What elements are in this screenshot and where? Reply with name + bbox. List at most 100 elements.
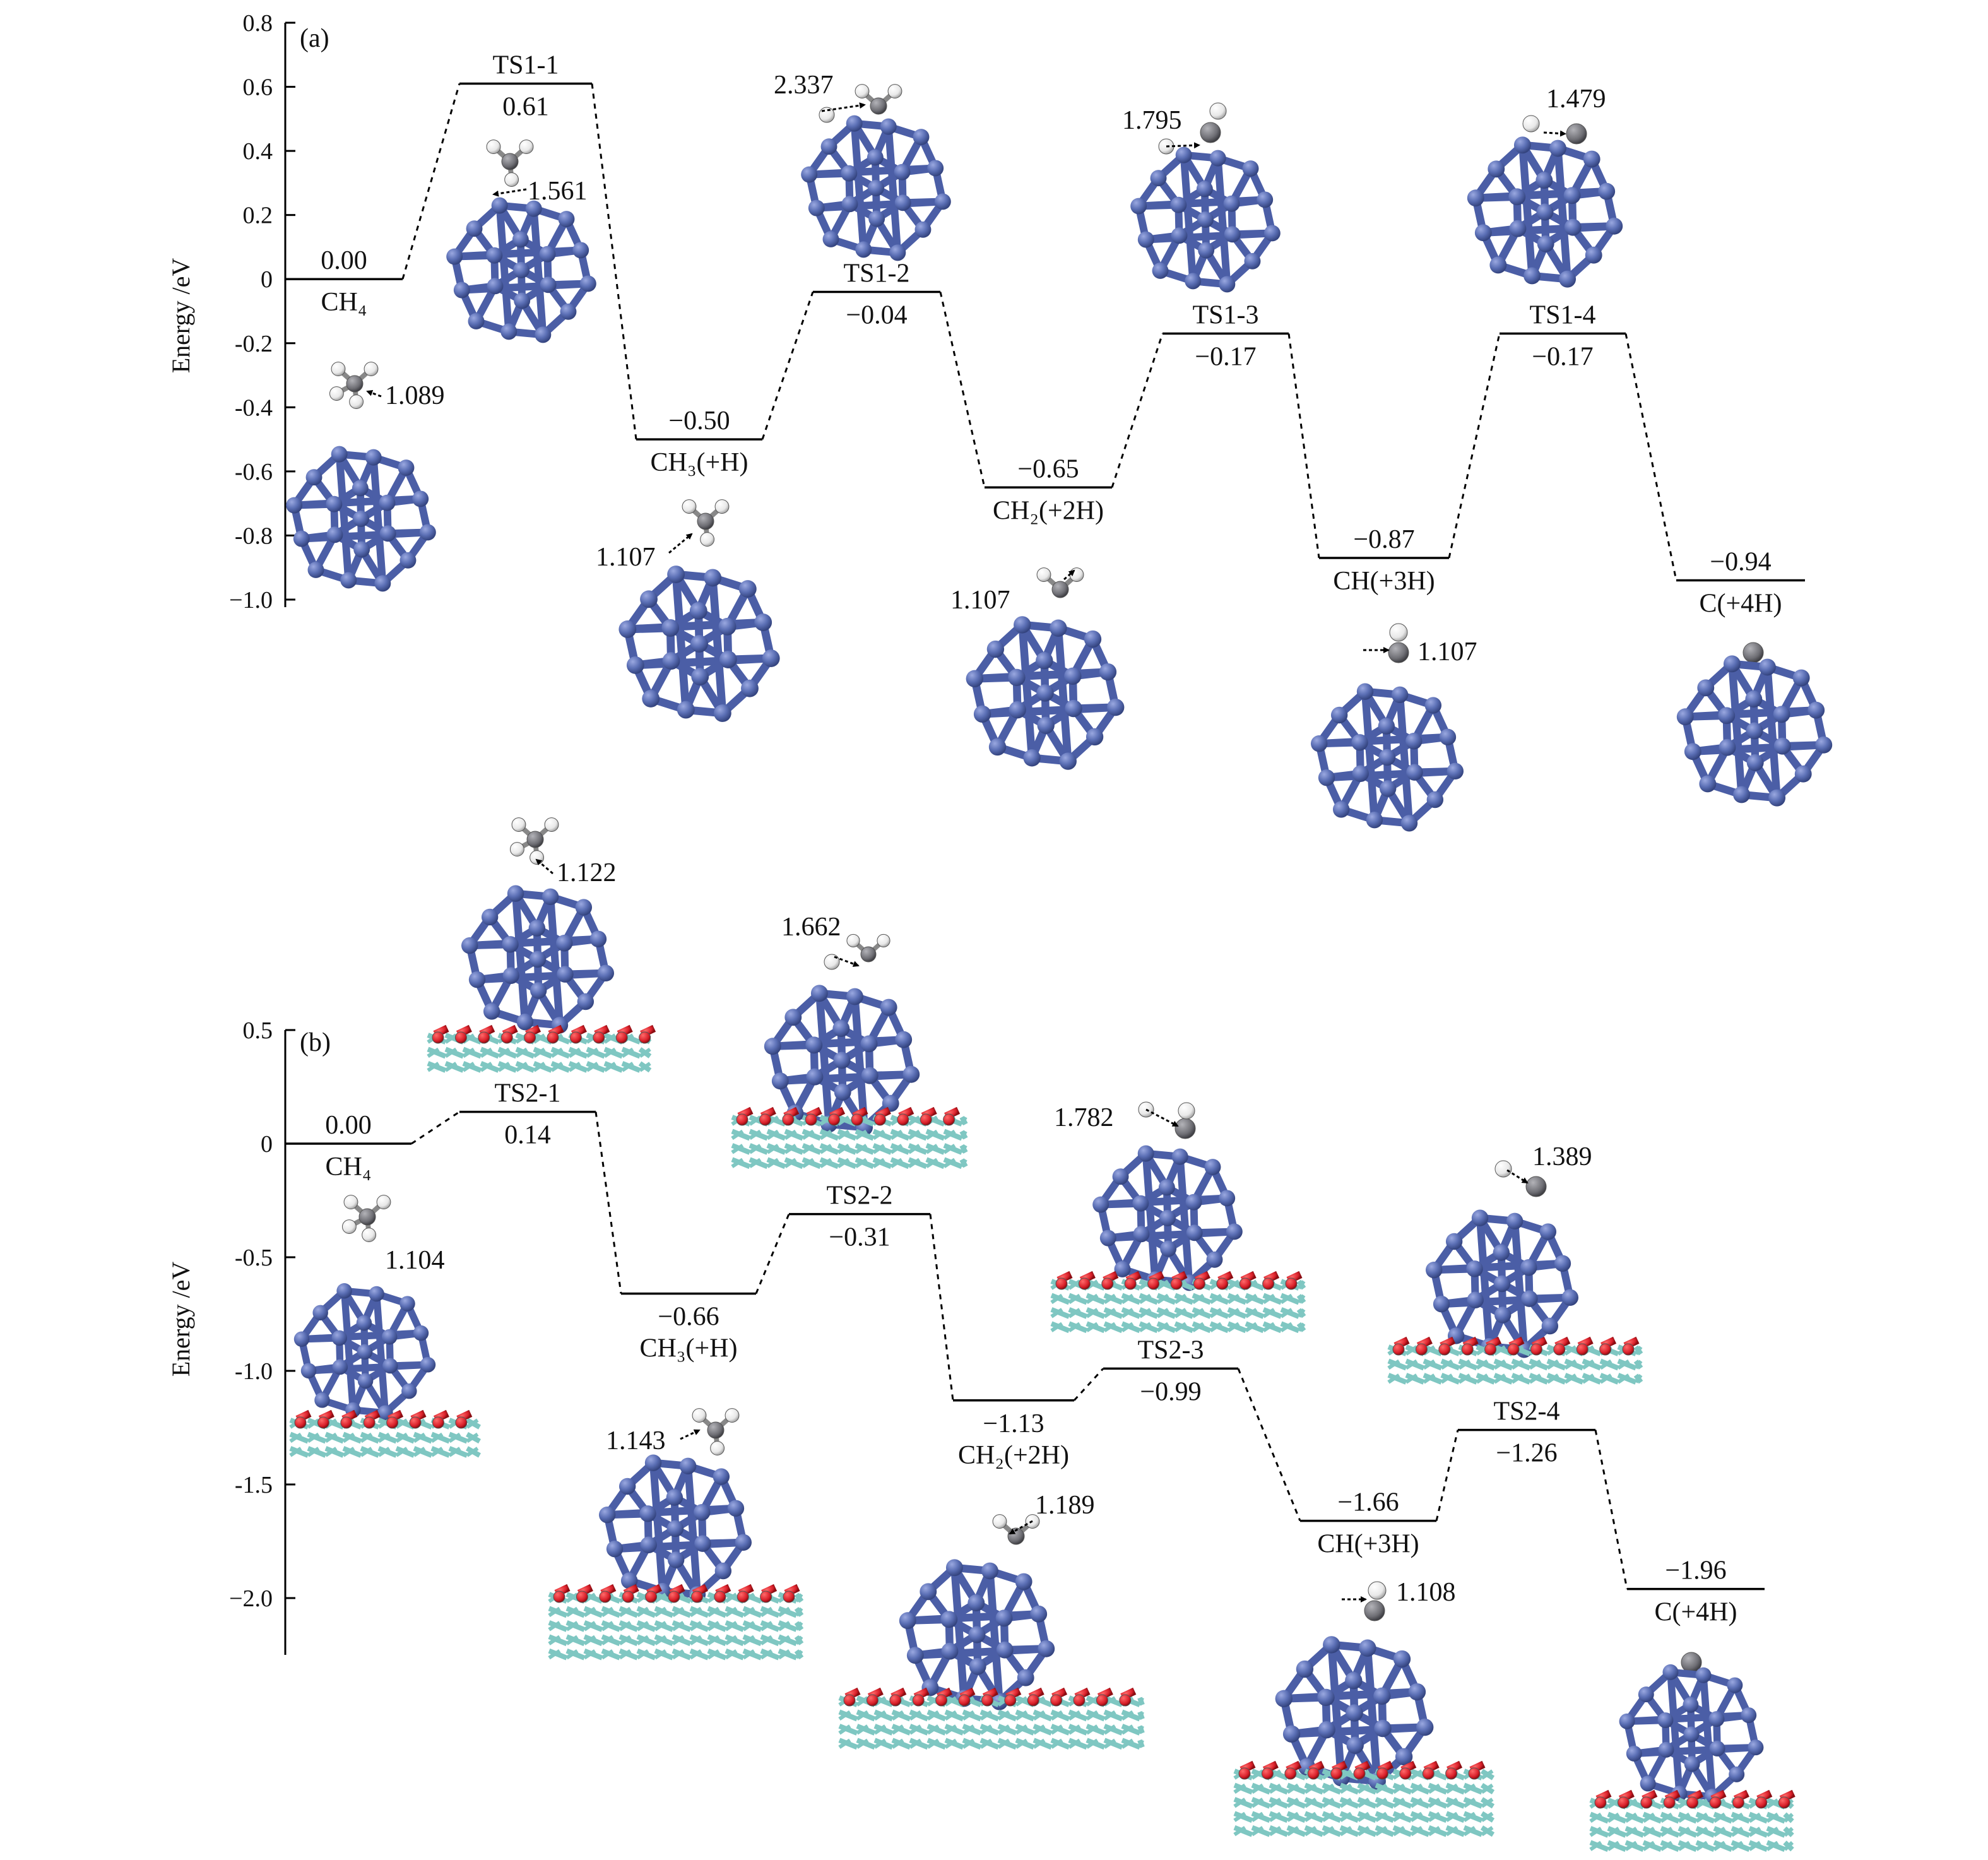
hydrogen-atom: [376, 1195, 391, 1210]
metal-cluster: [764, 985, 920, 1136]
methylene-fragment: [1036, 567, 1084, 598]
energy-value-label: −0.87: [1353, 525, 1414, 554]
bond-length-arrow: [668, 533, 693, 554]
oxygen-atom: [1438, 1343, 1451, 1356]
reaction-path-connector: [755, 1214, 790, 1294]
bond-length-label: 1.561: [528, 177, 588, 206]
hydrogen-atom: [329, 386, 344, 401]
y-tick-label: 0.2: [243, 203, 273, 229]
hydrogen-atom: [682, 499, 697, 514]
oxygen-atom: [736, 1113, 748, 1126]
oxygen-atom: [889, 1694, 902, 1707]
energy-value-label: −1.13: [983, 1409, 1044, 1438]
bond-length-arrow: [834, 956, 860, 967]
hydrogen-atom: [362, 1228, 377, 1243]
oxygen-atom: [782, 1113, 795, 1126]
oxygen-atom: [668, 1590, 680, 1603]
reaction-path-connector: [411, 1111, 460, 1145]
oxygen-atom: [1262, 1277, 1275, 1290]
oxygen-atom: [1755, 1796, 1768, 1809]
reaction-path-connector: [761, 292, 814, 440]
y-tick-label: 0: [261, 266, 273, 293]
oxygen-atom: [1330, 1767, 1343, 1780]
bond-length-arrow: [680, 1429, 701, 1440]
hydrogen-atom: [855, 84, 870, 99]
carbon-atom: [1174, 1118, 1196, 1139]
oxygen-atom: [935, 1694, 948, 1707]
hydrogen-atom: [887, 84, 902, 99]
y-tick-label: −2.0: [229, 1585, 273, 1612]
state-name-label: TS1-4: [1530, 301, 1596, 330]
energy-value-label: −0.31: [829, 1223, 890, 1252]
reaction-path-connector: [1594, 1430, 1628, 1589]
hydrogen-atom: [511, 817, 526, 832]
state-name-label: CH₄: [326, 1152, 372, 1182]
metal-cluster: [801, 115, 951, 261]
hydrogen-atom: [364, 362, 379, 377]
reaction-path-connector: [595, 1111, 622, 1294]
oxygen-atom: [363, 1416, 376, 1429]
oxygen-atom: [1617, 1796, 1630, 1809]
oxygen-atom: [1663, 1796, 1676, 1809]
panel-b-y-axis-label: Energy /eV: [167, 1262, 195, 1377]
metal-cluster: [1676, 655, 1833, 807]
methylene-fragment: [855, 84, 902, 115]
oxygen-atom: [1686, 1796, 1699, 1809]
oxygen-atom: [943, 1113, 956, 1126]
reaction-path-connector: [1111, 333, 1164, 488]
state-name-label: TS1-1: [493, 50, 559, 80]
carbon-atom: [860, 946, 877, 963]
methyl-fragment: [682, 499, 730, 547]
metal-cluster: [461, 885, 615, 1034]
reaction-path-connector: [1237, 1368, 1301, 1522]
bond-length-arrow: [1063, 569, 1075, 581]
panel-b-label: (b): [300, 1028, 331, 1057]
oxygen-atom: [897, 1113, 909, 1126]
oxygen-atom: [1461, 1343, 1474, 1356]
metal-cluster: [293, 1283, 436, 1421]
carbon-atom: [1364, 1600, 1385, 1621]
oxygen-atom: [1422, 1767, 1435, 1780]
state-name-label: TS1-3: [1193, 301, 1259, 330]
oxygen-atom: [1376, 1767, 1388, 1780]
metal-cluster: [618, 566, 780, 722]
hydrogen-atom: [341, 1219, 357, 1235]
oxygen-atom: [1285, 1277, 1298, 1290]
oxygen-atom: [714, 1590, 726, 1603]
oxygen-atom: [454, 1031, 467, 1044]
carbon-atom: [1566, 123, 1587, 145]
metal-cluster: [899, 1559, 1055, 1710]
y-tick-label: -0.8: [235, 523, 273, 549]
state-name-label: CH₃(+H): [640, 1334, 738, 1363]
state-name-label: CH₃(+H): [651, 448, 748, 477]
energy-value-label: −1.66: [1337, 1488, 1399, 1517]
bond-length-label: 1.389: [1532, 1142, 1592, 1171]
reaction-path-connector: [1448, 333, 1501, 559]
methyl-fragment: [486, 139, 534, 187]
energy-value-label: −0.04: [846, 301, 907, 330]
methane-molecule: [509, 817, 559, 865]
bond-length-label: 1.089: [385, 381, 445, 410]
hydrogen-atom: [331, 362, 346, 377]
bond-length-label: 1.782: [1054, 1103, 1114, 1132]
oxygen-atom: [1399, 1767, 1412, 1780]
carbon-atom: [501, 153, 519, 170]
energy-value-label: 0.00: [325, 1111, 372, 1140]
bond-length-label: 1.795: [1122, 106, 1182, 135]
oxygen-atom: [1445, 1767, 1458, 1780]
oxygen-atom: [1507, 1343, 1520, 1356]
bond-length-arrow: [1543, 130, 1566, 137]
oxygen-atom: [1599, 1343, 1612, 1356]
bond-length-label: 1.479: [1546, 85, 1606, 114]
oxygen-atom: [599, 1590, 612, 1603]
oxygen-atom: [294, 1416, 307, 1429]
hydrogen-atom: [1178, 1102, 1195, 1120]
bond-length-label: 1.143: [606, 1426, 666, 1455]
y-tick-label: 0.6: [243, 74, 273, 101]
oxygen-atom: [1594, 1796, 1607, 1809]
carbon-atom: [697, 512, 714, 530]
reaction-path-connector: [939, 292, 986, 488]
oxygen-atom: [432, 1416, 444, 1429]
oxygen-atom: [478, 1031, 490, 1044]
oxide-support-slab: [1050, 1271, 1306, 1334]
